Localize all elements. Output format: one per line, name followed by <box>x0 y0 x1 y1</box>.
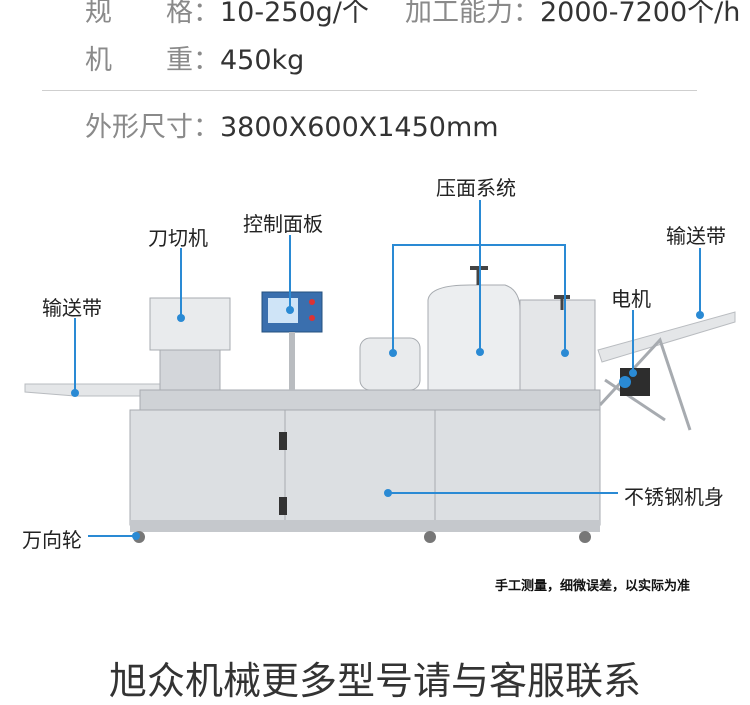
callout-motor: 电机 <box>611 287 651 311</box>
callout-caster: 万向轮 <box>22 528 82 552</box>
spec-row-specification: 规 格：10-250g/个 <box>85 0 369 29</box>
spec-label: 规 格： <box>85 0 220 28</box>
callout-stainless-body: 不锈钢机身 <box>624 485 724 509</box>
callout-conveyor-right: 输送带 <box>666 224 726 248</box>
spec-value: 2000-7200个/h <box>540 0 741 28</box>
callout-control-panel: 控制面板 <box>243 212 323 236</box>
spec-row-weight: 机 重：450kg <box>85 38 304 77</box>
divider <box>42 90 697 91</box>
spec-label: 加工能力： <box>405 0 540 28</box>
callout-pressing-system: 压面系统 <box>436 176 516 200</box>
footer-contact-text: 旭众机械更多型号请与客服联系 <box>108 659 641 703</box>
spec-label: 机 重： <box>85 45 220 76</box>
spec-value: 10-250g/个 <box>220 0 369 28</box>
spec-row-dimensions: 外形尺寸：3800X600X1450mm <box>85 105 499 144</box>
spec-row-capacity: 加工能力：2000-7200个/h <box>405 0 740 29</box>
callout-conveyor-left: 输送带 <box>42 296 102 320</box>
spec-value: 450kg <box>220 45 305 76</box>
spec-value: 3800X600X1450mm <box>220 112 499 143</box>
measurement-note: 手工测量，细微误差，以实际为准 <box>495 579 691 594</box>
callout-cutter: 刀切机 <box>148 226 208 250</box>
spec-label: 外形尺寸： <box>85 112 220 143</box>
